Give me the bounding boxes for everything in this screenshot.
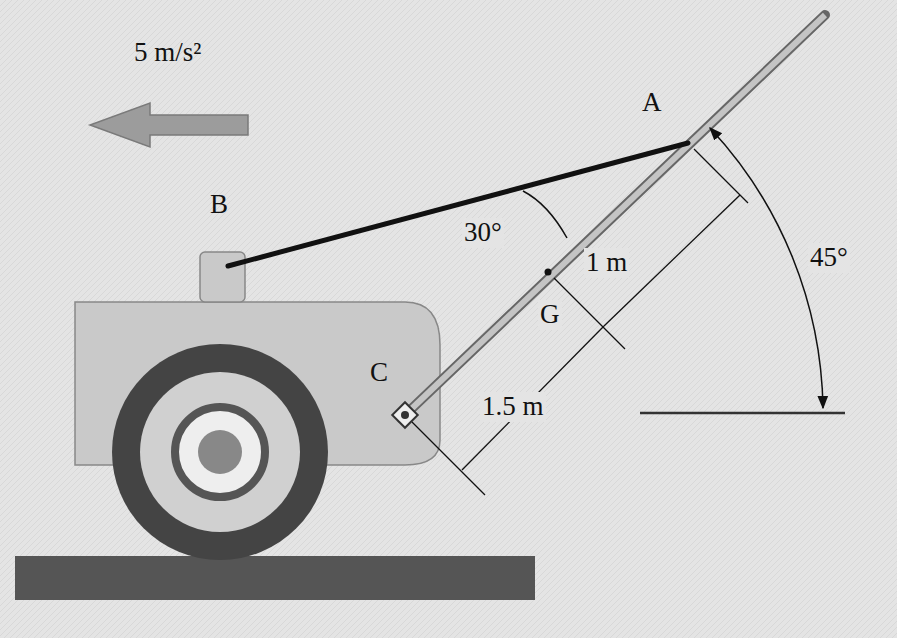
dimension-label: 1 m [584,248,629,278]
tire [112,344,328,560]
point-label: A [640,88,664,118]
accel-label: 5 m/s² [132,38,203,68]
rim [140,372,300,532]
horizontal-reference [640,412,845,415]
dimension-line [462,326,604,470]
angle-arc-45 [710,128,823,408]
boom-face [405,15,825,415]
post-b [200,252,245,302]
extension-line [554,278,625,349]
point-g [545,269,552,276]
pin-c-hole [401,411,409,419]
ground [15,556,535,600]
dimension-label: 1.5 m [480,392,546,422]
hub [175,407,265,497]
angle-arc-30 [523,191,567,238]
point-label: B [208,190,230,220]
angle-label: 30° [462,218,504,248]
point-label: G [538,300,562,330]
boom-body [405,15,825,415]
axle [198,430,242,474]
point-label: C [368,358,390,388]
boom [398,12,828,422]
angle-label: 45° [808,243,850,273]
acceleration-arrow [90,103,248,147]
